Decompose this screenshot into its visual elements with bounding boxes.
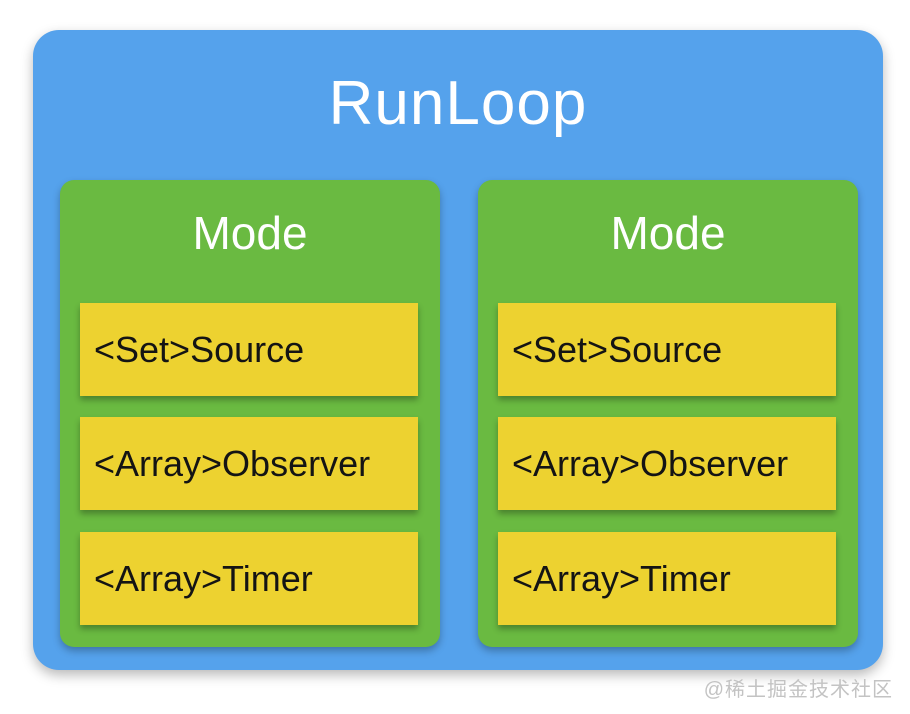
mode-box-left: Mode <Set>Source <Array>Observer <Array>… xyxy=(60,180,440,647)
item-array-timer: <Array>Timer xyxy=(80,532,418,625)
runloop-container: RunLoop Mode <Set>Source <Array>Observer… xyxy=(33,30,883,670)
item-array-observer: <Array>Observer xyxy=(498,417,836,510)
mode-box-right: Mode <Set>Source <Array>Observer <Array>… xyxy=(478,180,858,647)
item-set-source: <Set>Source xyxy=(80,303,418,396)
mode-title: Mode xyxy=(610,207,726,259)
item-array-timer: <Array>Timer xyxy=(498,532,836,625)
item-array-observer: <Array>Observer xyxy=(80,417,418,510)
runloop-title: RunLoop xyxy=(328,69,588,138)
item-set-source: <Set>Source xyxy=(498,303,836,396)
mode-title: Mode xyxy=(192,207,308,259)
watermark: @稀土掘金技术社区 xyxy=(703,679,893,701)
